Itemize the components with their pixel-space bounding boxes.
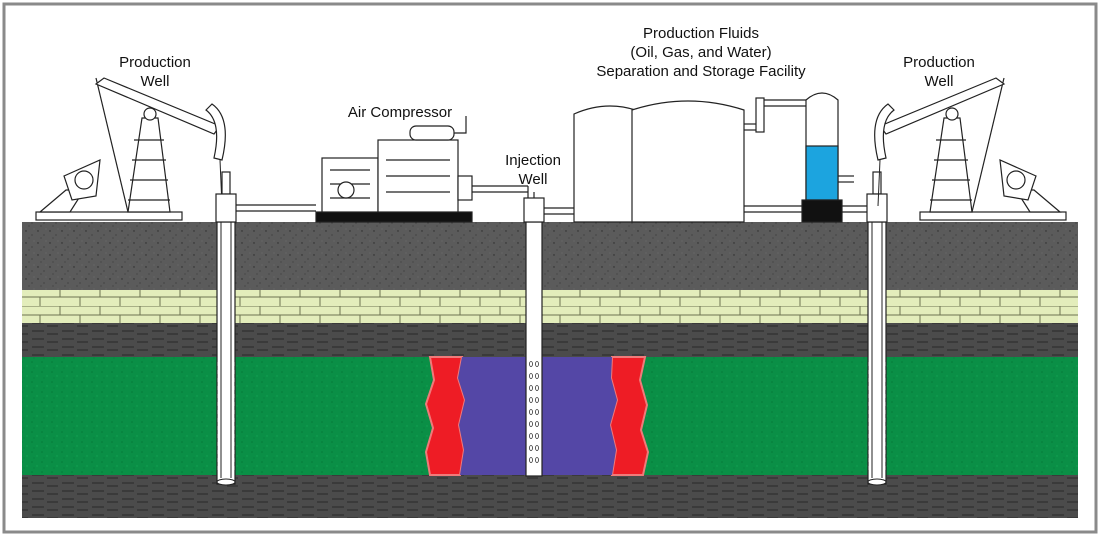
injection-wellbore <box>525 221 543 477</box>
air-compressor-label: Air Compressor <box>330 103 470 122</box>
injection-well-label: Injection Well <box>488 151 578 189</box>
shale-layer-lower <box>22 475 1078 518</box>
left-production-wellbore <box>216 221 236 486</box>
right-pump-jack <box>874 77 1067 221</box>
left-wellhead <box>215 171 316 223</box>
right-well-label-line2: Well <box>924 73 954 90</box>
right-production-wellbore <box>867 221 887 486</box>
left-well-label-line1: Production <box>119 54 191 71</box>
separator-vessel <box>801 92 868 223</box>
right-wellhead <box>866 171 888 223</box>
left-pump-jack <box>35 77 226 221</box>
topsoil-layer <box>22 222 1078 290</box>
injection-well-label-line1: Injection <box>505 152 561 169</box>
injection-well-label-line2: Well <box>518 171 548 188</box>
air-compressor <box>315 116 535 223</box>
left-production-well-label: Production Well <box>100 53 210 91</box>
right-production-well-label: Production Well <box>884 53 994 91</box>
shale-layer-upper <box>22 323 1078 357</box>
injection-wellhead <box>523 197 574 223</box>
facility-label-line3: Separation and Storage Facility <box>596 63 806 80</box>
limestone-layer <box>22 290 1078 323</box>
air-compressor-label-text: Air Compressor <box>347 104 453 121</box>
right-well-label-line1: Production <box>903 54 975 71</box>
facility-label: Production Fluids (Oil, Gas, and Water) … <box>566 24 836 81</box>
storage-tanks <box>573 97 806 223</box>
left-well-label-line2: Well <box>140 73 170 90</box>
facility-label-line2: (Oil, Gas, and Water) <box>630 44 772 61</box>
facility-label-line1: Production Fluids <box>643 25 759 42</box>
